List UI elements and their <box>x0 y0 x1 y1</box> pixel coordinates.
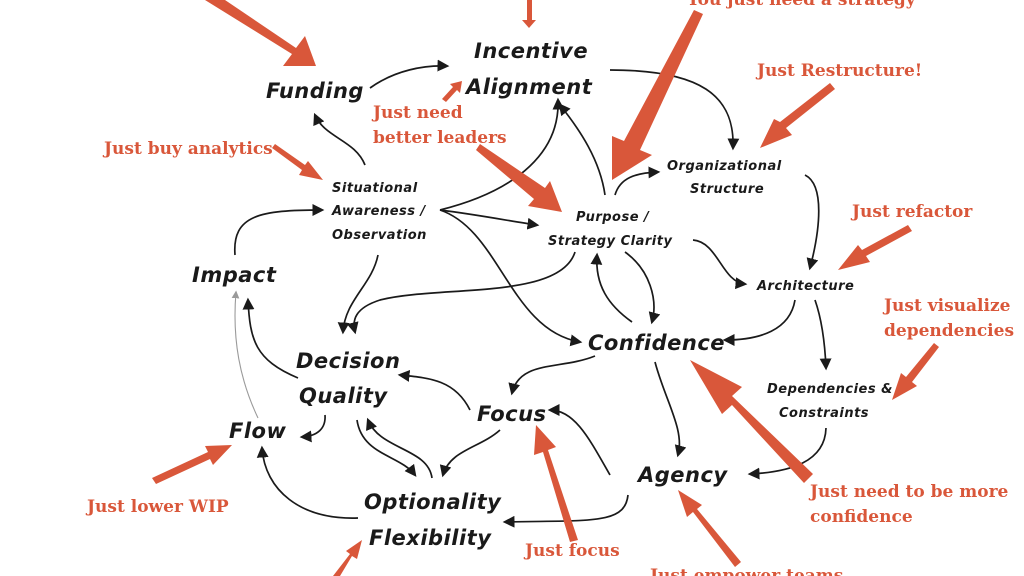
edge-decision-optionality-a <box>356 419 417 477</box>
node-situational-line1: Situational <box>332 181 418 196</box>
annotation-visualize-line2: dependencies <box>884 321 1014 341</box>
edge-funding-incentive <box>369 59 450 89</box>
edge-optionality-flow <box>256 445 359 519</box>
edge-decision-impact <box>242 297 299 379</box>
arrow-refactor-to-architecture <box>838 225 912 270</box>
edge-confidence-focus <box>508 355 596 396</box>
node-org-line1: Organizational <box>667 159 782 174</box>
edge-org-architecture <box>804 174 820 271</box>
annotation-empower: Just empower teams <box>648 566 843 576</box>
arrow-restructure-to-org <box>760 83 835 148</box>
edge-situational-funding <box>313 112 366 166</box>
edge-confidence-agency <box>654 361 687 458</box>
edge-situational-confidence <box>439 209 583 347</box>
arrow-confident-to-confidence <box>690 360 813 483</box>
edge-purpose-decision <box>346 251 576 335</box>
annotation-refactor: Just refactor <box>850 202 973 222</box>
node-optionality-line1: Optionality <box>364 490 502 514</box>
arrow-leaders-to-incentive <box>442 81 462 102</box>
annotation-lower-wip: Just lower WIP <box>85 497 229 517</box>
edge-architecture-confidence <box>722 299 796 346</box>
arrow-strategy-to-purpose <box>612 10 703 180</box>
edge-decision-flow <box>299 414 326 443</box>
edge-confidence-purpose <box>590 252 633 323</box>
annotation-leaders-line2: better leaders <box>373 128 507 148</box>
annotation-confident-line1: Just need to be more <box>808 482 1009 502</box>
edge-situational-incentive <box>439 97 565 211</box>
arrow-leaders-to-purpose <box>476 144 562 212</box>
diagram-edges <box>231 59 832 528</box>
diagram-nodes: Funding Incentive Alignment Organization… <box>192 39 893 550</box>
annotation-analytics: Just buy analytics <box>102 139 273 159</box>
node-architecture: Architecture <box>756 279 854 294</box>
edge-impact-situational <box>234 204 325 256</box>
node-deps-line2: Constraints <box>779 406 869 421</box>
annotation-confident-line2: confidence <box>810 507 913 527</box>
annotation-restructure: Just Restructure! <box>755 61 922 81</box>
annotation-leaders-line1: Just need <box>371 103 463 123</box>
node-confidence: Confidence <box>588 331 725 355</box>
arrow-top-to-incentive <box>522 0 536 28</box>
node-optionality-line2: Flexibility <box>369 526 492 550</box>
annotation-focus: Just focus <box>523 541 620 561</box>
edge-situational-purpose <box>439 209 540 230</box>
node-org-line2: Structure <box>690 182 764 197</box>
annotation-strategy: You just need a strategy <box>686 0 917 10</box>
node-purpose-line2: Strategy Clarity <box>548 234 672 249</box>
edge-agency-focus <box>547 404 611 476</box>
edge-purpose-org <box>614 166 661 196</box>
node-incentive-line1: Incentive <box>474 39 588 63</box>
node-agency: Agency <box>636 463 728 487</box>
arrow-lowerwip-to-flow <box>152 445 232 484</box>
arrow-analytics-to-situational <box>272 144 323 180</box>
arrow-top-left-to-funding <box>205 0 316 66</box>
node-decision-line2: Quality <box>299 384 388 408</box>
arrow-bottom-to-optionality <box>333 540 362 576</box>
node-purpose-line1: Purpose / <box>576 210 650 225</box>
node-incentive-line2: Alignment <box>464 75 593 99</box>
node-situational-line3: Observation <box>332 228 427 243</box>
edge-purpose-architecture <box>692 239 748 290</box>
edge-situational-decision <box>337 254 379 335</box>
edge-incentive-org <box>609 69 740 151</box>
edge-focus-decision <box>397 370 471 411</box>
arrow-focus-to-focus <box>534 425 578 542</box>
node-deps-line1: Dependencies & <box>767 382 893 397</box>
edge-architecture-deps <box>814 299 832 371</box>
node-impact: Impact <box>192 263 277 287</box>
node-flow: Flow <box>229 419 286 443</box>
edge-purpose-confidence <box>624 251 661 325</box>
node-funding: Funding <box>266 79 364 103</box>
arrow-visualize-to-deps <box>892 343 939 400</box>
node-situational-line2: Awareness / <box>331 204 427 219</box>
node-decision-line1: Decision <box>296 349 400 373</box>
annotation-arrows <box>152 0 939 576</box>
edge-optionality-decision <box>366 417 433 479</box>
arrow-empower-to-agency <box>678 490 741 567</box>
edge-focus-optionality <box>439 429 501 478</box>
annotations: You just need a strategy Just Restructur… <box>85 0 1014 576</box>
node-focus: Focus <box>477 402 547 426</box>
edge-deps-agency <box>747 427 827 480</box>
edge-purpose-incentive <box>558 103 606 196</box>
annotation-visualize-line1: Just visualize <box>882 296 1011 316</box>
edge-agency-optionality <box>502 494 629 528</box>
edge-flow-impact <box>231 290 259 419</box>
